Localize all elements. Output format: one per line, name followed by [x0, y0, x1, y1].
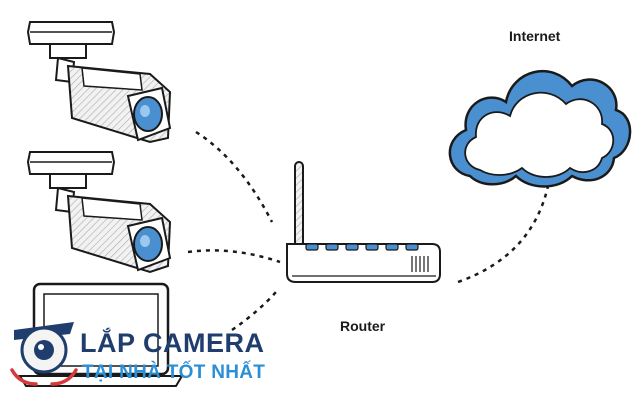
- router-icon: [286, 161, 441, 283]
- connection-lines: [187, 130, 550, 332]
- camera-icon: [26, 21, 172, 144]
- link-laptop-router: [231, 291, 277, 332]
- internet-label: Internet: [509, 28, 561, 44]
- brand-subtitle: TẠI NHÀ TỐT NHẤT: [82, 362, 266, 383]
- link-camera1-router: [195, 130, 274, 223]
- link-camera2-router: [187, 249, 281, 264]
- cloud-icon: [448, 69, 632, 188]
- router-label: Router: [340, 318, 386, 334]
- brand-title: LẮP CAMERA: [80, 328, 265, 358]
- brand-logo-icon: [10, 322, 78, 386]
- link-router-cloud: [457, 185, 550, 284]
- camera-icon: [26, 151, 172, 274]
